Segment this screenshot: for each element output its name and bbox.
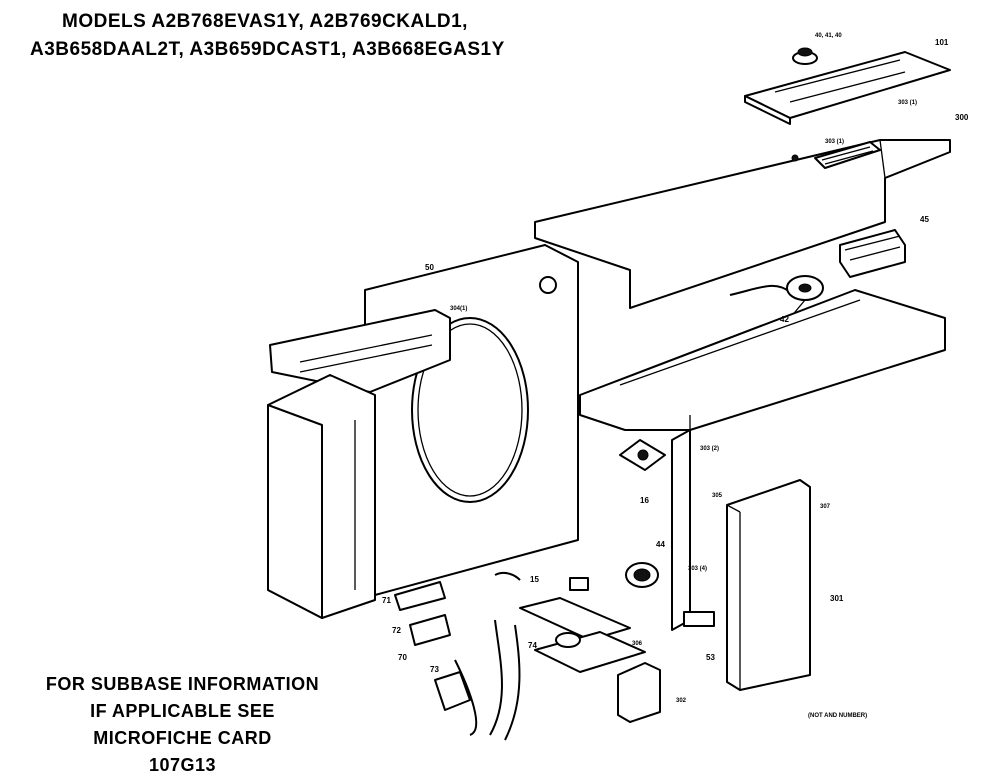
callout-302: 302 — [676, 698, 687, 704]
cord-clamp — [394, 581, 451, 646]
left-side-panel — [267, 374, 376, 619]
subbase-note-line3: MICROFICHE CARD — [93, 728, 272, 748]
callout-53: 53 — [706, 653, 715, 662]
wire-harness — [729, 275, 824, 319]
callout-303-1a: 303 (1) — [898, 100, 917, 106]
relay — [683, 611, 715, 627]
base-tray — [579, 289, 946, 431]
subbase-note-line4: 107G13 — [148, 755, 217, 775]
callout-50: 50 — [425, 263, 434, 272]
footnote: (NOT AND NUMBER) — [808, 713, 867, 719]
callout-15: 15 — [530, 575, 539, 584]
callout-303-2: 303 (2) — [700, 446, 719, 452]
control-panel-cover — [726, 479, 811, 691]
fan-shroud-panel — [364, 244, 579, 596]
callout-44: 44 — [656, 540, 665, 549]
control-knob — [792, 47, 818, 65]
bulkhead — [671, 429, 691, 631]
callout-304: 304(1) — [450, 306, 467, 312]
models-header-line2: A3B658DAAL2T, A3B659DCAST1, A3B668EGAS1Y — [30, 39, 505, 60]
terminal-cover — [617, 662, 661, 723]
subbase-note-line2: IF APPLICABLE SEE — [90, 701, 275, 721]
callout-72: 72 — [392, 626, 401, 635]
mounting-plate — [519, 577, 631, 641]
evaporator-coil — [269, 309, 451, 393]
wire-lead — [494, 571, 521, 581]
top-control-panel — [744, 51, 951, 125]
callout-305: 305 — [712, 493, 723, 499]
callout-307: 307 — [820, 504, 831, 510]
callout-300: 300 — [955, 113, 969, 122]
callout-101: 101 — [935, 38, 949, 47]
callout-306: 306 — [632, 641, 643, 647]
capacitor — [625, 562, 659, 588]
callout-knob: 40, 41, 40 — [815, 33, 842, 39]
callout-301: 301 — [830, 594, 844, 603]
callout-42: 42 — [780, 315, 789, 324]
power-cord — [434, 619, 521, 741]
terminal-block — [839, 229, 906, 278]
callout-73: 73 — [430, 665, 439, 674]
control-box-shelf — [534, 139, 951, 309]
thermostat — [619, 439, 666, 471]
callout-303-4: 303 (4) — [688, 566, 707, 572]
callout-303-1b: 303 (1) — [825, 139, 844, 145]
callout-74: 74 — [528, 641, 537, 650]
callout-16: 16 — [640, 496, 649, 505]
models-header-line1: MODELS A2B768EVAS1Y, A2B769CKALD1, — [62, 11, 468, 32]
callout-45: 45 — [920, 215, 929, 224]
base-bracket — [534, 631, 646, 673]
selector-switch — [791, 141, 881, 169]
callout-71: 71 — [382, 596, 391, 605]
subbase-note-line1: FOR SUBBASE INFORMATION — [45, 674, 320, 694]
callout-70: 70 — [398, 653, 407, 662]
